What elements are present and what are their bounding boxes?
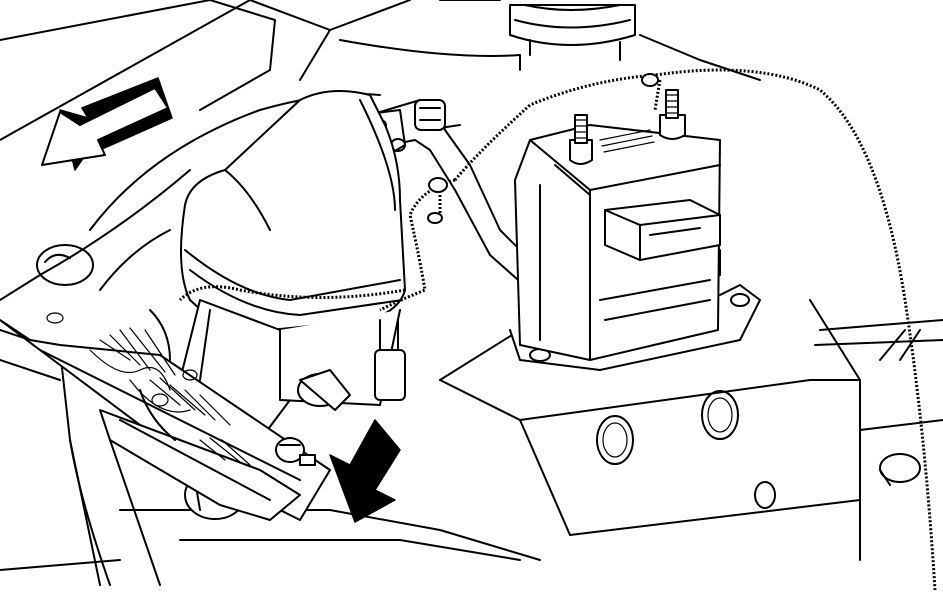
direction-arrow [41,77,173,171]
terminal-post [569,114,593,165]
terminal-post [659,89,686,140]
pointer-arrow [329,419,401,523]
nut [275,437,316,466]
lower-bracket [0,309,331,521]
reservoir-cap [509,4,636,61]
harness [178,68,937,591]
relay [509,89,761,371]
reservoir-housing [179,90,406,520]
